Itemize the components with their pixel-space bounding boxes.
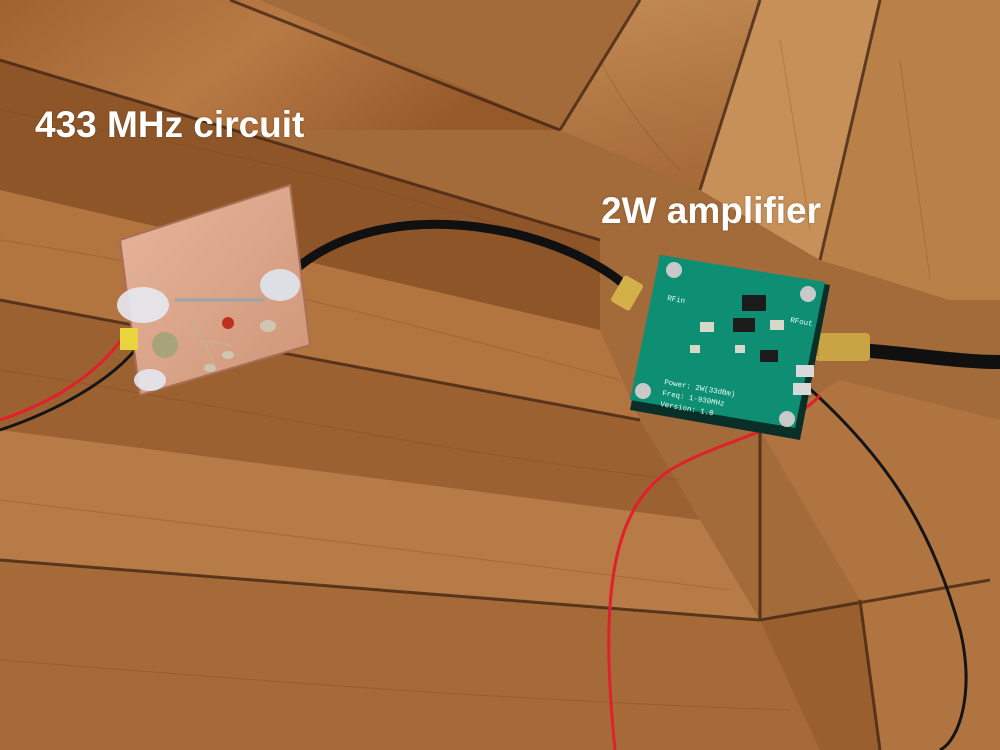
2w-amplifier-board xyxy=(611,255,830,440)
silkscreen-rf-in: RFin xyxy=(666,295,685,306)
power-wires-left xyxy=(0,334,137,432)
coax-cable xyxy=(280,219,635,295)
circuit-label: 433 MHz circuit xyxy=(35,104,305,145)
amplifier-label: 2W amplifier xyxy=(601,190,821,231)
silkscreen-rf-out: RFout xyxy=(789,317,813,329)
433mhz-circuit-board xyxy=(117,183,312,397)
